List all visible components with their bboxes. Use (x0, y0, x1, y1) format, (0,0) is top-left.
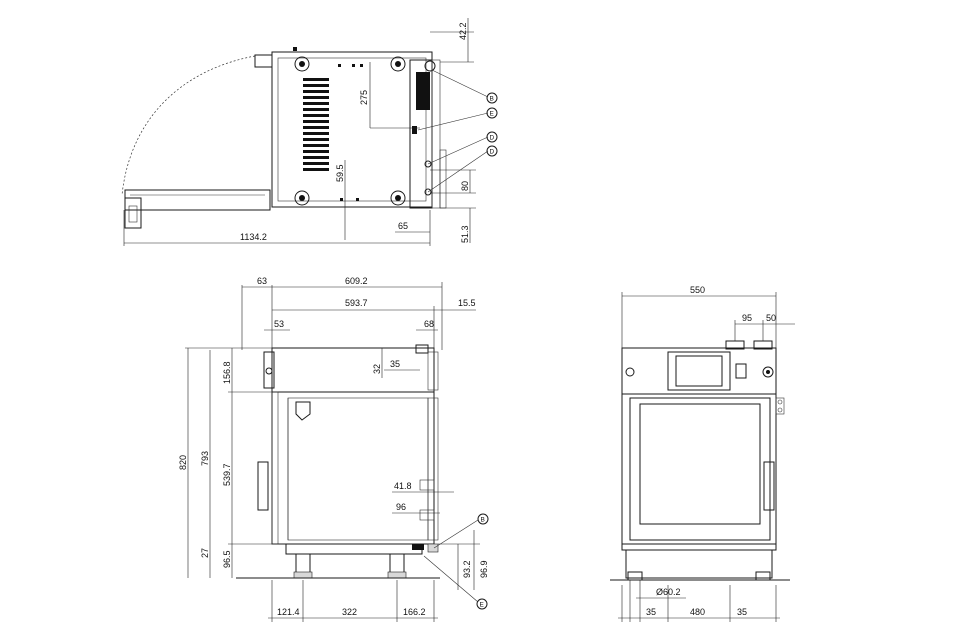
dim-275: 275 (359, 90, 369, 105)
dim-322: 322 (342, 607, 357, 617)
callout-d1-top (486, 131, 498, 143)
dim-96-5: 96.5 (222, 550, 232, 568)
svg-text:E: E (480, 602, 485, 609)
dim-41-8: 41.8 (394, 481, 412, 491)
dim-593-7: 593.7 (345, 298, 368, 308)
svg-text:D: D (490, 135, 495, 142)
door-frame (629, 397, 771, 541)
foot-icon (390, 190, 406, 206)
dim-50: 50 (766, 313, 776, 323)
foot-icon (294, 190, 310, 206)
dim-609-2: 609.2 (345, 276, 368, 286)
door-window (639, 403, 761, 525)
dim-480: 480 (690, 607, 705, 617)
dim-93-2: 93.2 (462, 560, 472, 578)
door-handle-side (257, 461, 269, 511)
dim-27: 27 (200, 548, 210, 558)
side-view: 63 609.2 593.7 15.5 53 68 32 35 820 793 … (178, 276, 489, 622)
callout-e-side (476, 598, 488, 610)
callout-b-side (477, 513, 489, 525)
usb-port-icon (735, 363, 747, 379)
dim-96: 96 (396, 502, 406, 512)
hinge-icon (295, 401, 311, 421)
touch-screen (675, 355, 723, 387)
top-view: 42.2 275 59.5 80 65 51.3 1134.2 B E D D (121, 18, 498, 246)
dim-15-5: 15.5 (458, 298, 476, 308)
foot-front (627, 571, 643, 581)
display-frame (667, 351, 731, 391)
svg-text:D: D (490, 149, 495, 156)
open-door-panel (124, 189, 271, 211)
callout-b-top (486, 92, 498, 104)
dim-35: 35 (390, 359, 400, 369)
stand-frame (625, 549, 773, 579)
dim-1134-2: 1134.2 (240, 232, 267, 242)
dim-820: 820 (178, 455, 188, 470)
dim-95: 95 (742, 313, 752, 323)
foot-front (755, 571, 771, 581)
dim-793: 793 (200, 451, 210, 466)
foot-icon (390, 56, 406, 72)
dim-539-7: 539.7 (222, 463, 232, 486)
dim-53: 53 (274, 319, 284, 329)
dim-51-3: 51.3 (460, 225, 470, 243)
callout-d2-top (486, 145, 498, 157)
door-swing-arc (121, 55, 256, 196)
dim-68: 68 (424, 319, 434, 329)
svg-text:E: E (490, 111, 495, 118)
dim-166-2: 166.2 (403, 607, 426, 617)
dim-59-5: 59.5 (335, 164, 345, 182)
dim-42-2: 42.2 (458, 22, 468, 40)
dim-65: 65 (398, 221, 408, 231)
svg-text:B: B (490, 96, 494, 103)
callout-e-top (486, 107, 498, 119)
oven-body-top (271, 51, 433, 208)
foot-icon (294, 56, 310, 72)
dim-35-right: 35 (737, 607, 747, 617)
dim-156-8: 156.8 (222, 361, 232, 384)
control-head-front (621, 347, 777, 395)
connector-block (416, 72, 430, 110)
dim-96-9: 96.9 (479, 560, 489, 578)
front-view: 550 95 50 Ø60.2 35 480 35 (610, 285, 795, 622)
base-plate-side (285, 543, 423, 555)
power-button-icon (625, 367, 635, 377)
dim-121-4: 121.4 (277, 607, 300, 617)
dim-35-left: 35 (646, 607, 656, 617)
svg-text:B: B (481, 517, 485, 524)
door-handle-front (763, 461, 775, 511)
oven-door-front (621, 393, 777, 545)
dim-550: 550 (690, 285, 705, 295)
door-handle-top (124, 197, 142, 229)
dim-80: 80 (460, 181, 470, 191)
vent-grid (303, 78, 329, 171)
dim-63: 63 (257, 276, 267, 286)
knob-icon (762, 366, 774, 378)
dim-32: 32 (372, 364, 382, 374)
